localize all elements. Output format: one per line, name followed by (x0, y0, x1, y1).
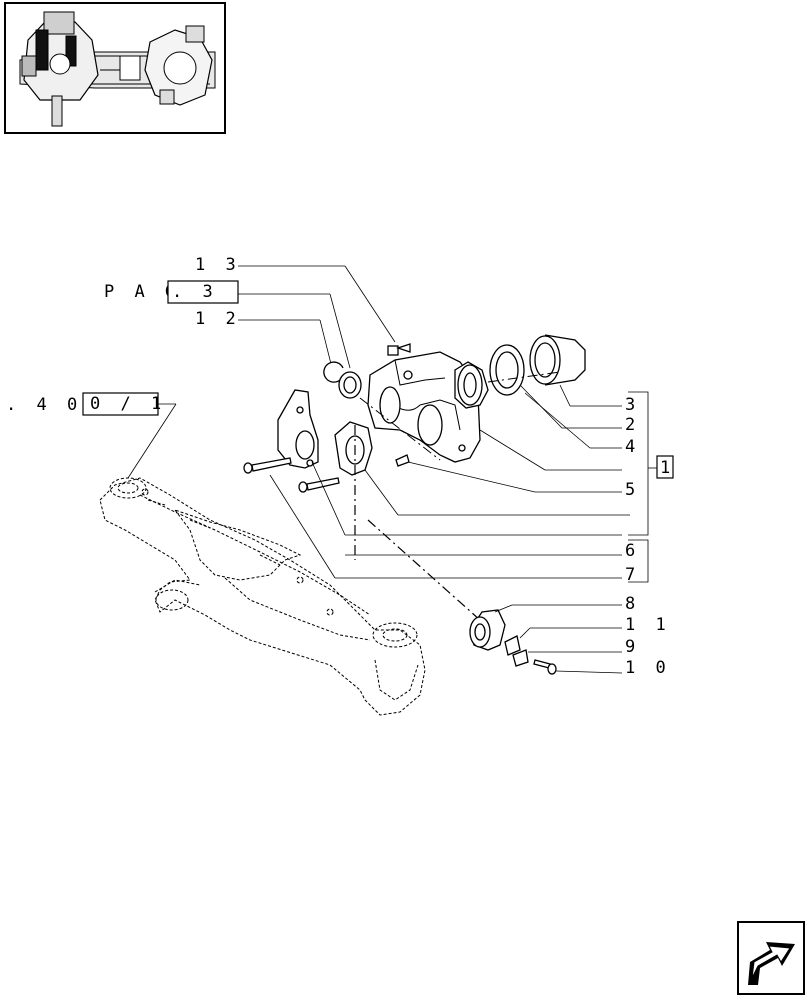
callout-3[interactable]: 3 (625, 395, 640, 415)
ref-id[interactable]: 0 / 1 (90, 394, 166, 414)
seal-ring[interactable] (489, 344, 525, 396)
bushing[interactable] (529, 334, 586, 386)
pag-label: P A G (104, 282, 180, 302)
callout-12[interactable]: 1 2 (195, 309, 241, 329)
castle-nut[interactable] (469, 609, 506, 651)
ref-prefix-label: . 4 0 . (6, 395, 113, 415)
thumbnail-frame[interactable] (4, 2, 226, 134)
clamp-left[interactable] (277, 389, 319, 469)
pag-ref-box[interactable] (167, 280, 239, 304)
callout-6[interactable]: 6 (625, 541, 640, 561)
callout-13[interactable]: 1 3 (195, 255, 241, 275)
support-bracket[interactable] (367, 351, 481, 463)
callout-2[interactable]: 2 (625, 415, 640, 435)
small-bolt[interactable] (533, 659, 557, 675)
bolt-13[interactable] (387, 343, 411, 356)
long-bolt-upper[interactable] (243, 457, 292, 474)
arrow-next-icon[interactable] (737, 921, 805, 995)
callout-10[interactable]: 1 0 (625, 658, 671, 678)
thumbnail-axle-image (19, 11, 216, 127)
callout-8[interactable]: 8 (625, 594, 640, 614)
lock-plate[interactable] (504, 635, 529, 667)
group-1-box[interactable] (656, 455, 674, 479)
callout-11[interactable]: 1 1 (625, 615, 671, 635)
callout-5[interactable]: 5 (625, 480, 640, 500)
bearing-housing[interactable] (454, 361, 489, 409)
snap-ring[interactable] (323, 361, 362, 399)
clamp-right[interactable] (334, 421, 373, 476)
callout-7[interactable]: 7 (625, 565, 640, 585)
callout-4[interactable]: 4 (625, 437, 640, 457)
pag-ref-number[interactable]: . 3 (172, 282, 218, 302)
pin-5[interactable] (395, 454, 410, 467)
axle-housing-drawing (99, 477, 426, 716)
callout-9[interactable]: 9 (625, 637, 640, 657)
group-1-number[interactable]: 1 (660, 458, 675, 478)
long-bolt-lower[interactable] (298, 477, 340, 493)
